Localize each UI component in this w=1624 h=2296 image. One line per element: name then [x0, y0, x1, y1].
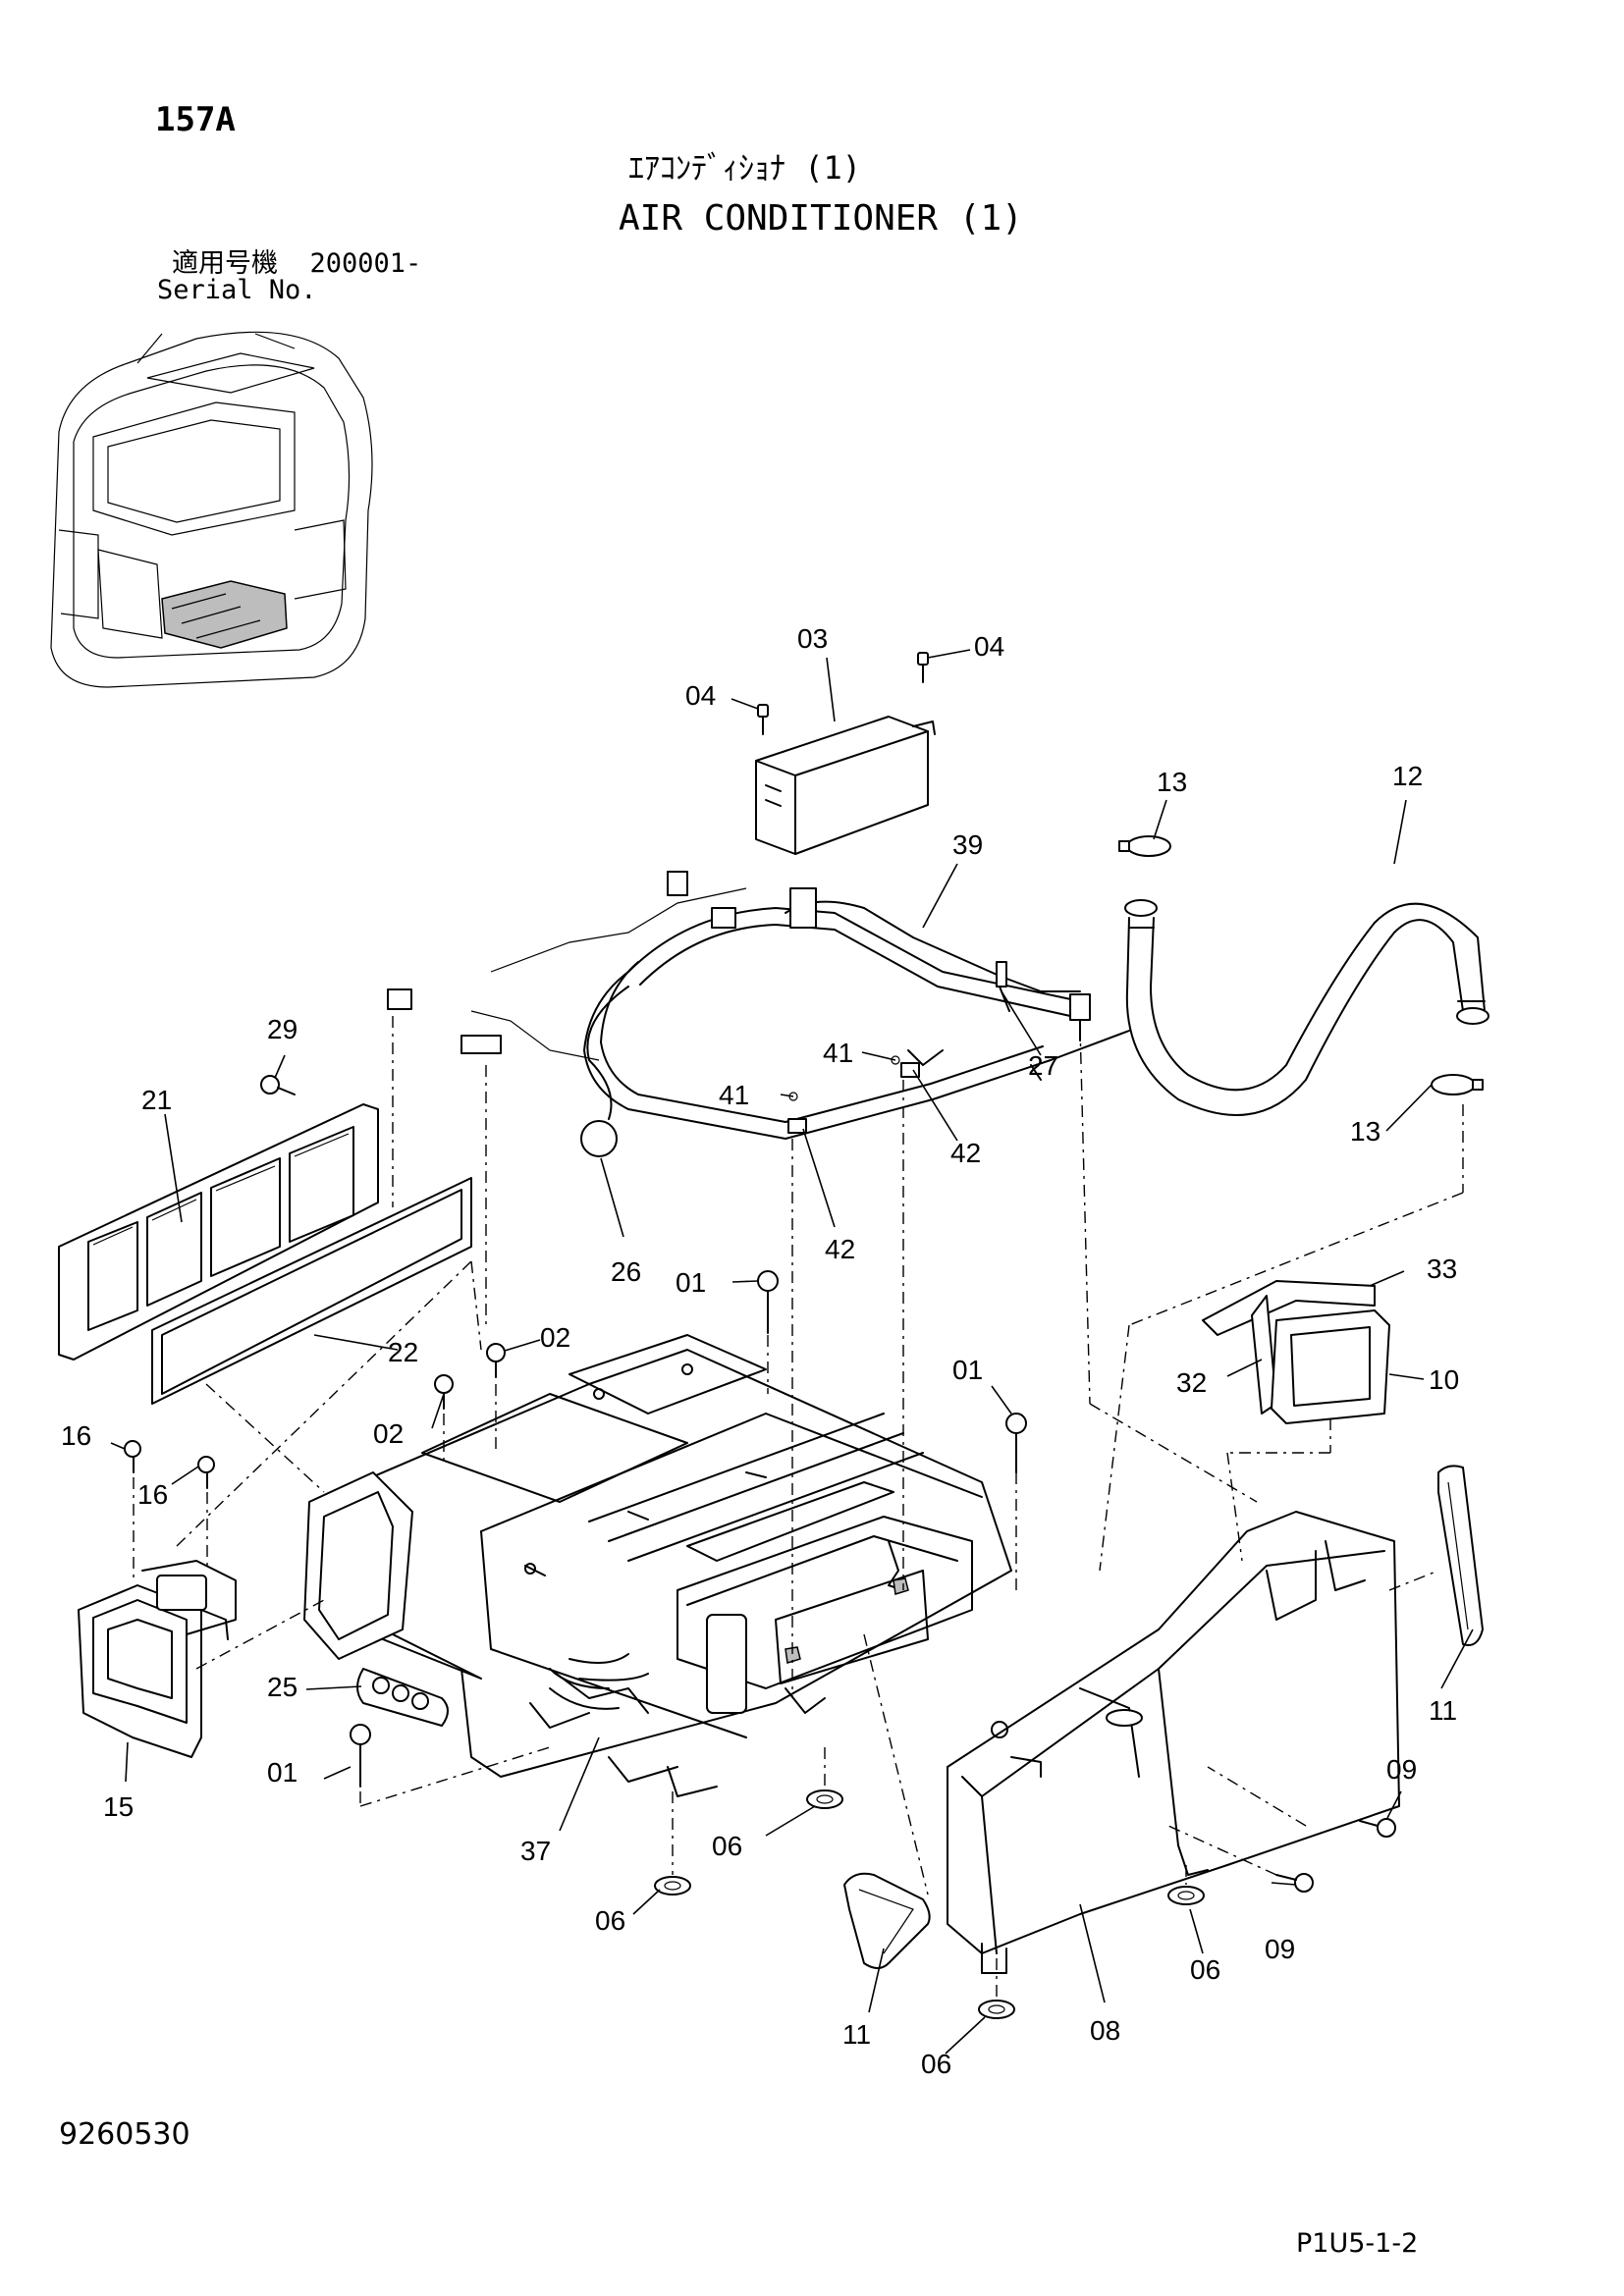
part-11-gasket-left: [843, 1872, 931, 1969]
part-06-grommet-d: [978, 2000, 1015, 2019]
serial-applicability: 適用号機 200001-: [172, 250, 421, 277]
callout-37: 37: [520, 1836, 551, 1866]
callout-13-lower: 13: [1350, 1116, 1380, 1147]
callout-08: 08: [1090, 2015, 1120, 2046]
callout-16-left: 16: [61, 1420, 91, 1451]
main-air-conditioner-unit: [303, 1334, 1012, 1797]
part-13-hose-clamp-lower: [1431, 1074, 1484, 1095]
part-12-hose: [1124, 899, 1489, 1116]
callout-06-bottom: 06: [921, 2049, 951, 2079]
part-29-screw: [260, 1075, 296, 1095]
part-04-screw-left: [757, 704, 769, 735]
callout-29: 29: [267, 1014, 298, 1044]
callout-42-lower: 42: [825, 1234, 855, 1264]
callout-06-left: 06: [595, 1905, 625, 1936]
callout-10: 10: [1429, 1364, 1459, 1395]
serial-value: 200001-: [309, 248, 422, 279]
part-25-grommet-plate: [356, 1668, 449, 1727]
part-02-screw-b: [434, 1374, 454, 1410]
part-16-screw-a: [124, 1440, 141, 1473]
callout-41-upper: 41: [823, 1038, 853, 1068]
callout-01-lower: 01: [267, 1757, 298, 1788]
callout-15: 15: [103, 1791, 134, 1822]
callout-09-right: 09: [1386, 1754, 1417, 1785]
part-02-screw-a: [486, 1343, 506, 1378]
callout-42-upper: 42: [950, 1138, 981, 1168]
part-16-screw-b: [197, 1456, 215, 1489]
callout-03: 03: [797, 623, 828, 654]
callout-labels: 03 04 04 39 13 12 13 27 41 41 42 42 26 2…: [61, 623, 1459, 2079]
callout-22: 22: [388, 1337, 418, 1367]
part-13-hose-clamp-upper: [1118, 835, 1171, 857]
callout-12: 12: [1392, 761, 1423, 791]
callout-leader-lines: [110, 649, 1474, 2055]
part-37-pipe-assembly: [549, 1668, 620, 1710]
callout-11-right: 11: [1429, 1695, 1457, 1726]
callout-27: 27: [1028, 1050, 1058, 1081]
part-11-gasket-right: [1437, 1465, 1484, 1646]
callout-21: 21: [141, 1085, 172, 1115]
title-japanese: ｴｱｺﾝﾃﾞｨｼｮﾅ (1): [628, 149, 862, 187]
callout-26: 26: [611, 1256, 641, 1287]
callout-06-right: 06: [1190, 1954, 1220, 1985]
part-04-screw-right: [917, 652, 929, 683]
callout-06-center: 06: [712, 1831, 742, 1861]
part-06-grommet-b: [806, 1789, 843, 1809]
document-number: 9260530: [59, 2117, 190, 2152]
part-01-bolt-lower: [350, 1724, 371, 1788]
part-09-screw-lower: [1275, 1873, 1314, 1893]
part-10-duct: [1271, 1309, 1390, 1424]
callout-32: 32: [1176, 1367, 1207, 1398]
part-08-case: [947, 1511, 1400, 1974]
callout-13-upper: 13: [1157, 767, 1187, 797]
part-15-actuator-unit: [78, 1560, 237, 1758]
page-code: 157A: [155, 100, 236, 139]
callout-11-lower: 11: [842, 2019, 871, 2050]
callout-04-right: 04: [974, 631, 1004, 662]
part-21-filter-frame: [58, 1103, 379, 1361]
part-01-bolt-upper: [757, 1270, 779, 1334]
callout-02-right: 02: [540, 1322, 570, 1353]
part-01-bolt-right: [1005, 1413, 1027, 1473]
callout-02-left: 02: [373, 1418, 404, 1449]
part-03-controller-box: [755, 716, 936, 855]
assembly-guide-lines: [133, 1016, 1464, 1998]
title-english: AIR CONDITIONER (1): [619, 198, 1023, 239]
cab-location-inset: [50, 331, 373, 688]
callout-01-right: 01: [952, 1355, 983, 1385]
callout-41-lower: 41: [719, 1080, 749, 1110]
callout-33: 33: [1427, 1254, 1457, 1284]
callout-16-right: 16: [137, 1479, 168, 1510]
part-22-filter: [151, 1177, 472, 1405]
callout-25: 25: [267, 1672, 298, 1702]
part-06-grommet-c: [1167, 1886, 1205, 1905]
callout-09-lower: 09: [1265, 1934, 1295, 1964]
callout-04-left: 04: [685, 680, 716, 711]
page-reference: P1U5-1-2: [1296, 2228, 1419, 2259]
part-06-grommet-a: [654, 1876, 691, 1896]
serial-label-en: Serial No.: [157, 275, 317, 305]
part-09-screw-right: [1359, 1818, 1396, 1838]
part-33-seal: [1202, 1280, 1376, 1336]
serial-label-jp: 適用号機: [172, 248, 278, 279]
callout-01-upper: 01: [676, 1267, 706, 1298]
callout-39: 39: [952, 829, 983, 860]
part-39-wire-harness: [387, 871, 1130, 1157]
